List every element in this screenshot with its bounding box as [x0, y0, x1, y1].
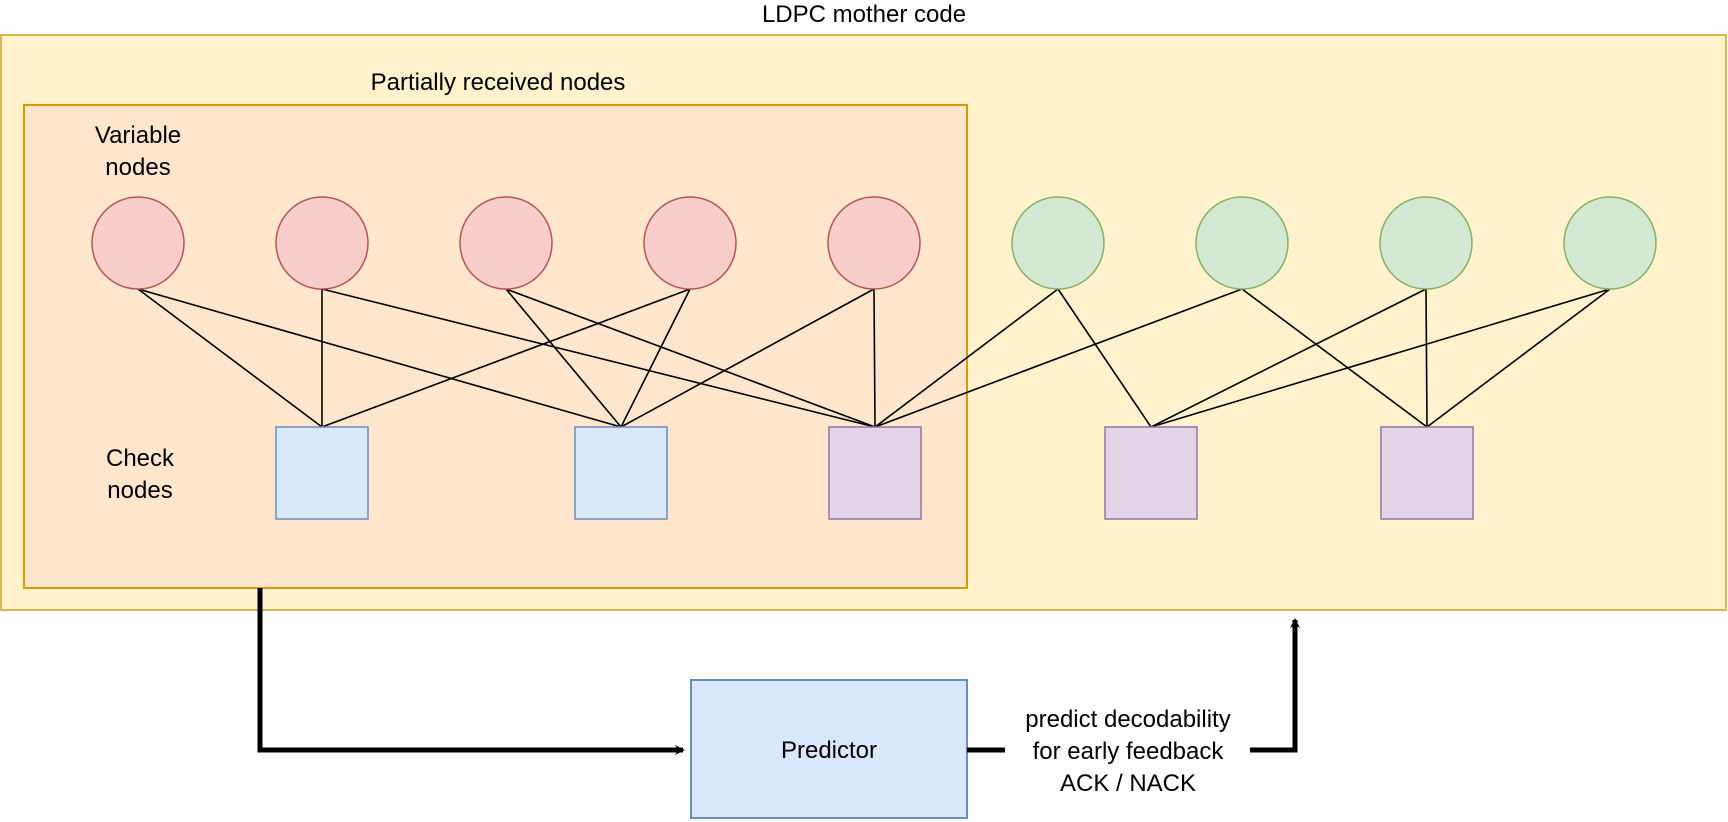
tanner-edges	[137, 288, 1611, 428]
edge-v7-c5	[1241, 288, 1428, 428]
variable-nodes-label-line1: Variable	[95, 122, 181, 149]
variable-node-v1-received[interactable]	[91, 196, 185, 290]
predictor-label: Predictor	[781, 737, 877, 764]
predictor-box[interactable]	[690, 679, 968, 819]
check-nodes-label-line1: Check	[106, 445, 175, 472]
edge-v8-c4	[1150, 288, 1427, 428]
input-arrow	[257, 588, 685, 755]
check-node-c4[interactable]	[1104, 426, 1198, 520]
feedback-arrow	[1250, 618, 1300, 753]
edge-v2-c3	[321, 288, 876, 428]
feedback-label-line1: predict decodability	[1025, 706, 1230, 733]
feedback-label-line3: ACK / NACK	[1060, 770, 1196, 797]
edge-v3-c2	[505, 288, 622, 428]
variable-nodes	[91, 196, 1657, 290]
edge-v8-c5	[1425, 288, 1428, 428]
edge-v9-c4	[1150, 288, 1611, 428]
variable-node-v2-received[interactable]	[275, 196, 369, 290]
check-nodes-label-line2: nodes	[107, 477, 172, 504]
edge-v9-c5	[1426, 288, 1611, 428]
edge-v5-c2	[620, 288, 875, 428]
variable-node-v5-received[interactable]	[827, 196, 921, 290]
partially-received-box	[23, 104, 968, 589]
feedback-label-line2: for early feedback	[1033, 738, 1225, 765]
edge-v7-c3	[874, 288, 1243, 428]
check-node-c3[interactable]	[828, 426, 922, 520]
check-nodes	[275, 426, 1474, 520]
edge-v6-c3	[874, 288, 1059, 428]
variable-node-v8-unreceived[interactable]	[1379, 196, 1473, 290]
edge-v4-c1	[321, 288, 691, 428]
variable-node-v3-received[interactable]	[459, 196, 553, 290]
edge-v3-c3	[505, 288, 876, 428]
variable-node-v4-received[interactable]	[643, 196, 737, 290]
edge-v1-c1	[137, 288, 323, 428]
check-node-c1[interactable]	[275, 426, 369, 520]
variable-nodes-label-line2: nodes	[105, 154, 170, 181]
variable-node-v9-unreceived[interactable]	[1563, 196, 1657, 290]
check-node-c5[interactable]	[1380, 426, 1474, 520]
edge-v1-c2	[137, 288, 622, 428]
variable-node-v6-unreceived[interactable]	[1011, 196, 1105, 290]
variable-node-v7-unreceived[interactable]	[1195, 196, 1289, 290]
mother-code-title: LDPC mother code	[762, 1, 966, 28]
edge-v6-c4	[1057, 288, 1152, 428]
check-node-c2[interactable]	[574, 426, 668, 520]
partial-group-label: Partially received nodes	[371, 69, 626, 96]
edge-v4-c2	[620, 288, 691, 428]
edge-v5-c3	[873, 288, 876, 428]
